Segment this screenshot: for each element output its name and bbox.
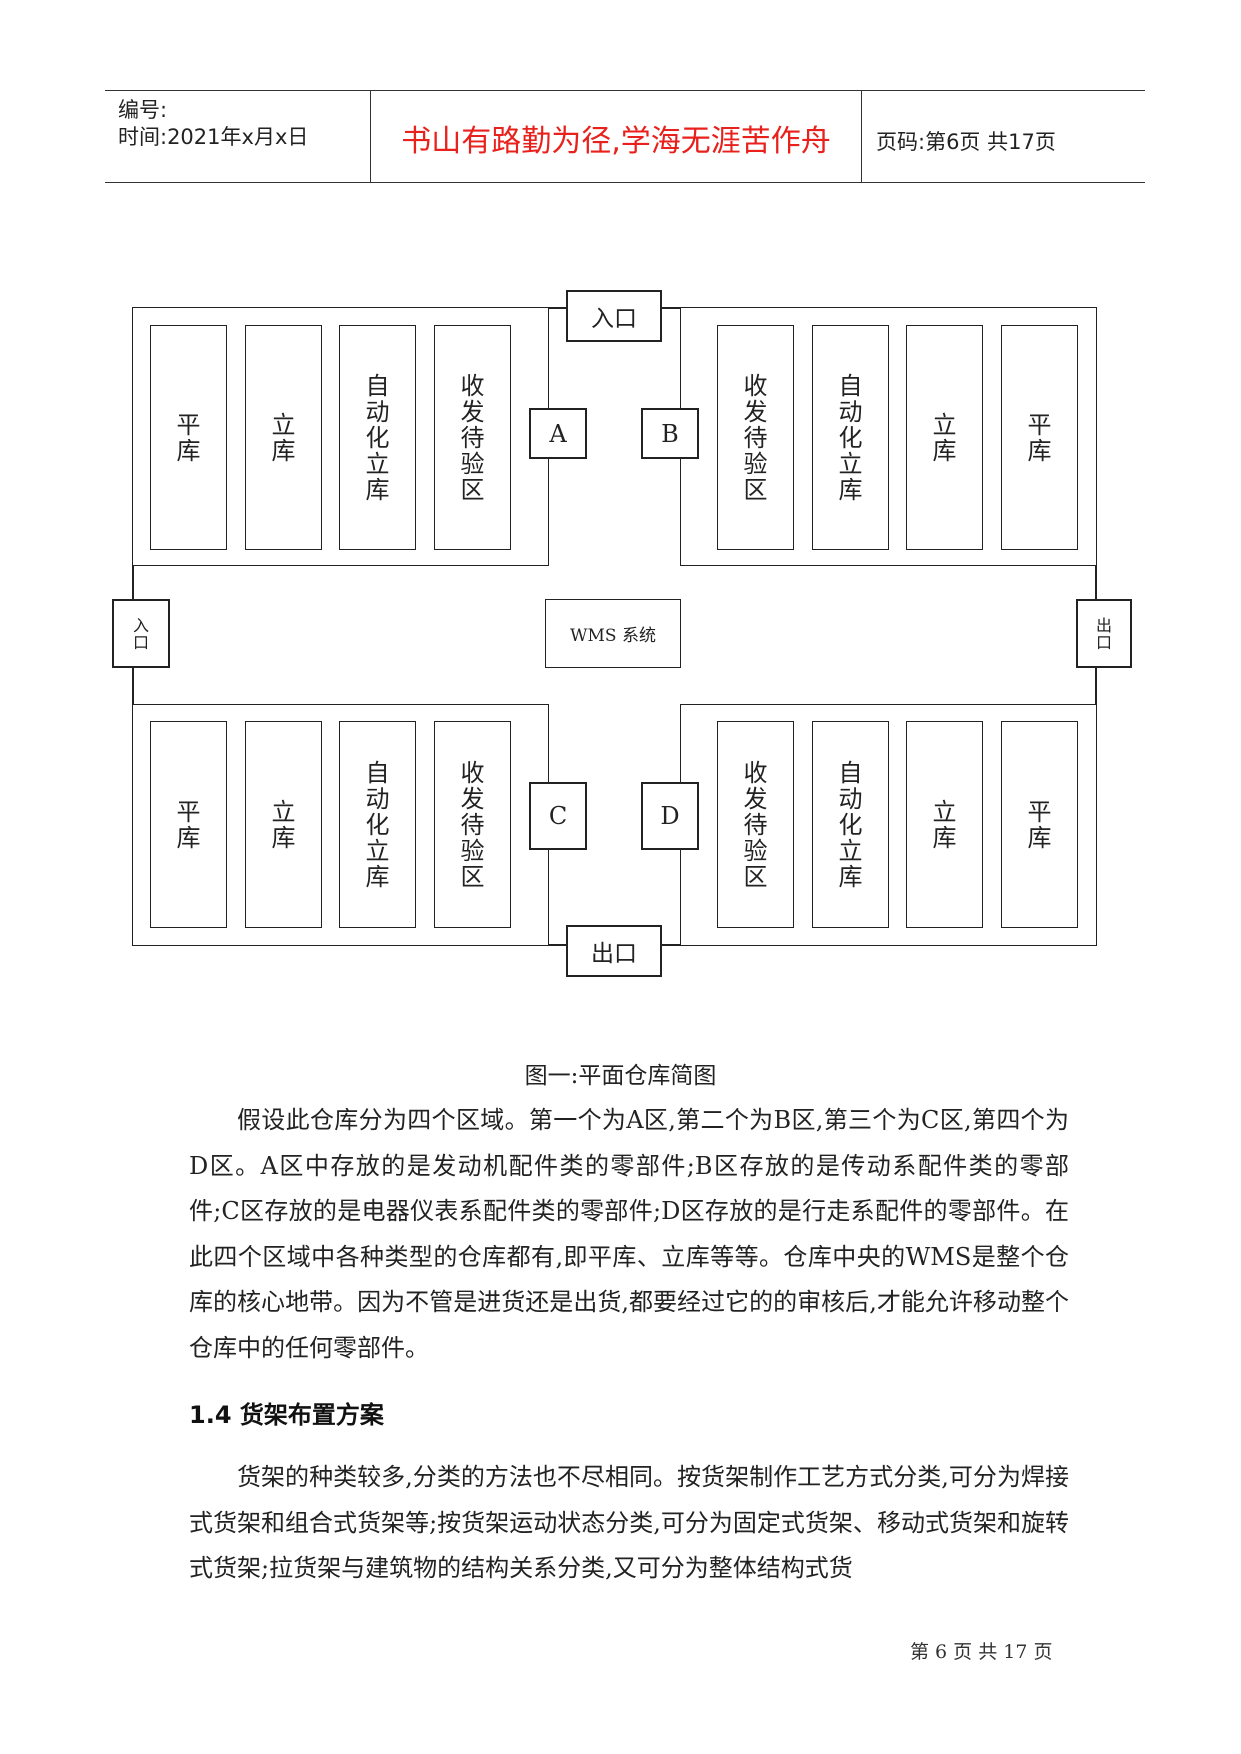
- rack-vertical-store: 立库: [245, 325, 322, 550]
- header-bottom-rule: [105, 182, 1145, 183]
- bottom-exit: 出口: [566, 925, 662, 977]
- figure-caption: 图一:平面仓库简图: [524, 1063, 717, 1089]
- rack-label: 收发待验区: [460, 371, 485, 504]
- zone-a-racks: 平库 立库 自动化立库 收发待验区: [150, 325, 511, 550]
- rack-label: 自动化立库: [365, 758, 390, 891]
- zone-b-label: B: [641, 408, 699, 459]
- rack-receiving-area: 收发待验区: [717, 721, 794, 928]
- header-divider-right: [861, 90, 862, 183]
- paragraph-warehouse-zones: 假设此仓库分为四个区域。第一个为A区,第二个为B区,第三个为C区,第四个为D区。…: [189, 1106, 1069, 1362]
- zone-d-label: D: [641, 782, 699, 850]
- rack-receiving-area: 收发待验区: [434, 325, 511, 550]
- zone-a-label: A: [529, 408, 587, 459]
- rack-automated-store: 自动化立库: [812, 325, 889, 550]
- header-number-label: 编号:: [118, 98, 168, 122]
- rack-flat-store: 平库: [1001, 325, 1078, 550]
- zone-d-racks: 收发待验区 自动化立库 立库 平库: [717, 721, 1079, 928]
- rack-automated-store: 自动化立库: [339, 325, 416, 550]
- rack-label: 立库: [932, 797, 957, 852]
- top-entrance: 入口: [566, 290, 662, 342]
- wms-system-box: WMS 系统: [545, 599, 681, 668]
- paragraph-shelf-types: 货架的种类较多,分类的方法也不尽相同。按货架制作工艺方式分类,可分为焊接式货架和…: [189, 1463, 1069, 1582]
- rack-label: 平库: [176, 410, 201, 465]
- rack-label: 平库: [176, 797, 201, 852]
- rack-flat-store: 平库: [150, 325, 227, 550]
- rack-label: 收发待验区: [743, 758, 768, 891]
- rack-vertical-store: 立库: [245, 721, 322, 928]
- page-footer: 第 6 页 共 17 页: [910, 1641, 1053, 1663]
- header-time-label: 时间:2021年x月x日: [118, 125, 309, 149]
- section-title: 1.4 货架布置方案: [189, 1401, 384, 1429]
- zone-c-area: [132, 704, 549, 946]
- rack-receiving-area: 收发待验区: [434, 721, 511, 928]
- rack-label: 收发待验区: [460, 758, 485, 891]
- rack-label: 收发待验区: [743, 371, 768, 504]
- header-top-rule: [105, 90, 1145, 91]
- rack-automated-store: 自动化立库: [339, 721, 416, 928]
- header-page-label: 页码:第6页 共17页: [876, 130, 1056, 154]
- rack-automated-store: 自动化立库: [812, 721, 889, 928]
- rack-label: 立库: [271, 797, 296, 852]
- rack-vertical-store: 立库: [906, 721, 983, 928]
- rack-label: 平库: [1027, 797, 1052, 852]
- header-divider-left: [370, 90, 371, 183]
- rack-label: 自动化立库: [838, 758, 863, 891]
- zone-c-racks: 平库 立库 自动化立库 收发待验区: [150, 721, 511, 928]
- rack-vertical-store: 立库: [906, 325, 983, 550]
- left-entrance: 入口: [112, 599, 170, 668]
- rack-receiving-area: 收发待验区: [717, 325, 794, 550]
- header-motto: 书山有路勤为径,学海无涯苦作舟: [401, 124, 831, 159]
- rack-label: 立库: [271, 410, 296, 465]
- zone-b-racks: 收发待验区 自动化立库 立库 平库: [717, 325, 1079, 550]
- rack-label: 自动化立库: [365, 371, 390, 504]
- zone-c-label: C: [529, 782, 587, 850]
- zone-a-area: [132, 307, 549, 566]
- rack-label: 平库: [1027, 410, 1052, 465]
- rack-flat-store: 平库: [1001, 721, 1078, 928]
- rack-flat-store: 平库: [150, 721, 227, 928]
- right-exit: 出口: [1076, 599, 1132, 668]
- rack-label: 立库: [932, 410, 957, 465]
- rack-label: 自动化立库: [838, 371, 863, 504]
